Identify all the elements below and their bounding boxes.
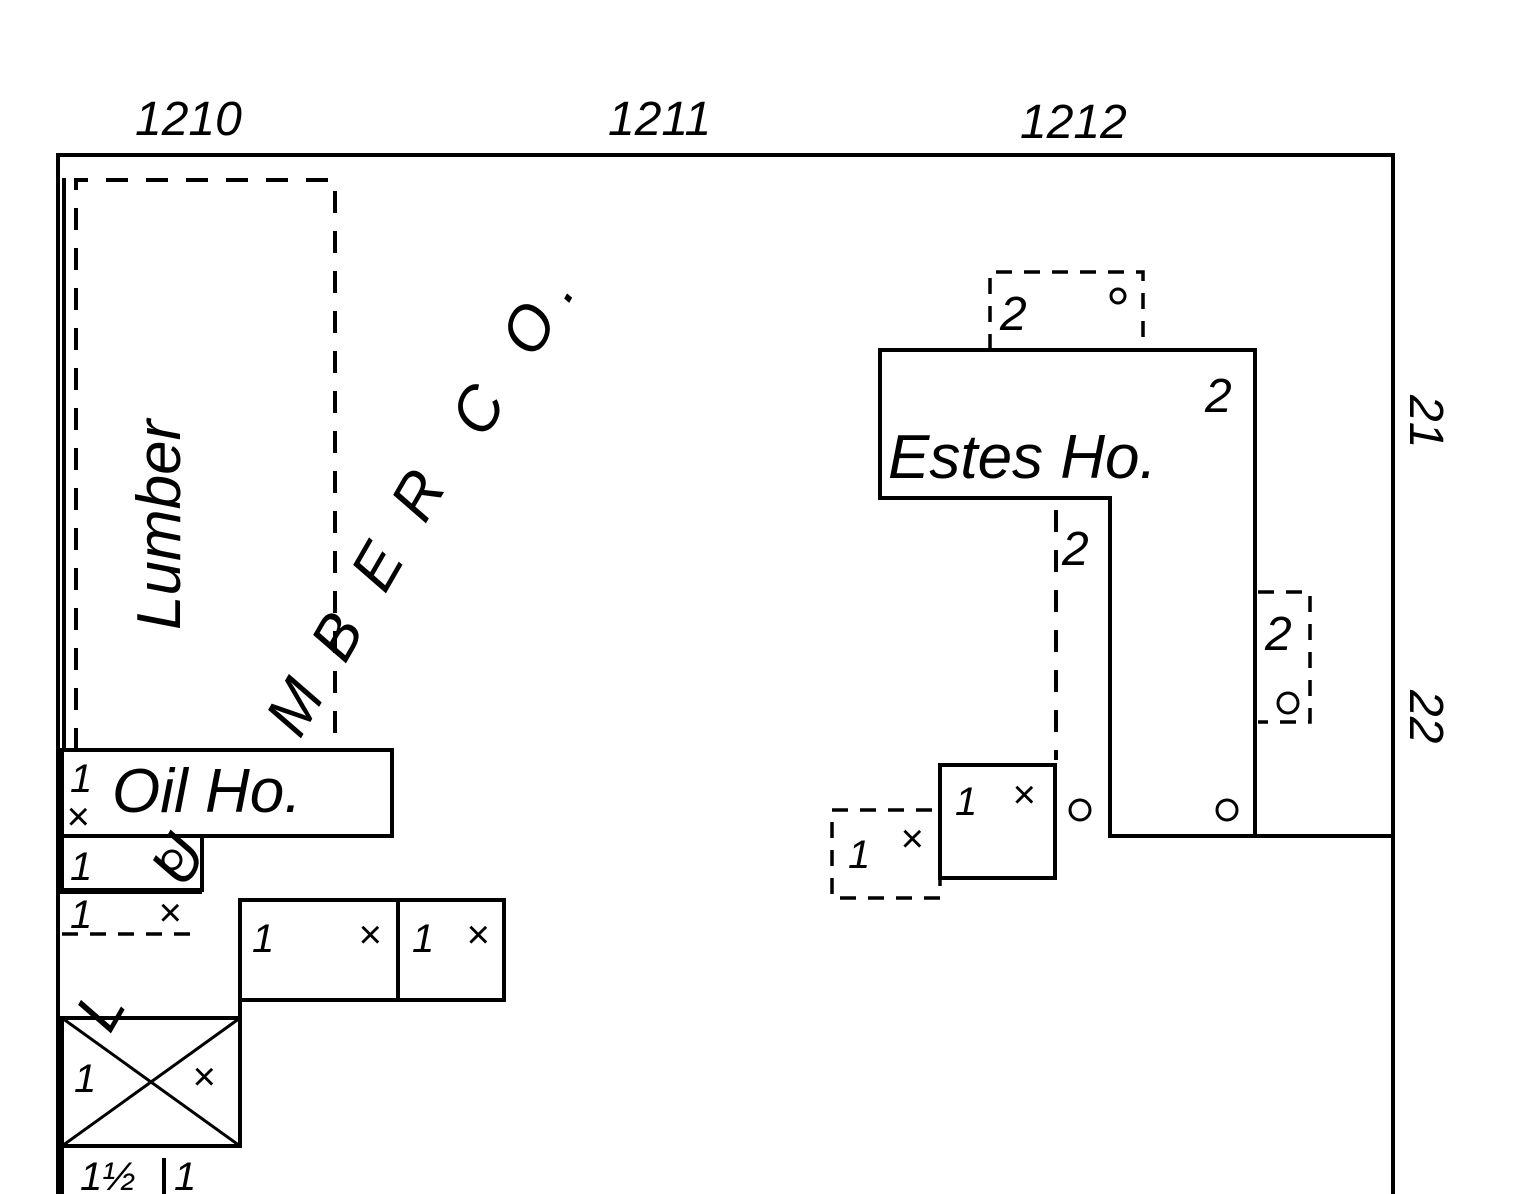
- bottom-mid-stories: 1: [174, 1155, 196, 1194]
- oil-house-stories: 1: [70, 757, 92, 801]
- company-letter: B: [297, 602, 377, 672]
- crossed-building: [60, 1016, 242, 1148]
- company-name-lumber-co: L U M B E R C O .: [62, 263, 588, 1042]
- frame-mark: ×: [466, 913, 489, 957]
- shed-c-stories: 1: [252, 917, 274, 961]
- company-letter: U: [137, 823, 220, 897]
- house-number-21: 21: [1399, 394, 1452, 448]
- frame-mark: ×: [900, 817, 923, 861]
- block-boundary: [56, 153, 1395, 1194]
- frame-mark: ×: [66, 795, 89, 839]
- estes-shed-far-left-stories: 1: [848, 833, 870, 877]
- company-letter: C: [437, 373, 520, 447]
- company-letter: L: [62, 978, 139, 1042]
- lumber-yard-label: Lumber: [125, 417, 194, 630]
- shed-b-stories: 1: [70, 893, 92, 937]
- estes-side-porch-stories: 2: [1264, 608, 1292, 661]
- estes-top-porch-stories: 2: [999, 288, 1027, 341]
- frame-mark: ×: [1012, 773, 1035, 817]
- house-number-22: 22: [1399, 689, 1452, 743]
- oil-house-label: Oil Ho.: [112, 757, 301, 826]
- crossed-building-stories: 1: [74, 1057, 96, 1101]
- dwelling-mark: [1068, 798, 1092, 822]
- company-letter: R: [377, 459, 459, 532]
- estes-wing-stories: 2: [1061, 523, 1089, 576]
- frame-mark: ×: [358, 913, 381, 957]
- oil-house: [60, 748, 394, 838]
- estes-shed-left-stories: 1: [955, 780, 977, 824]
- bottom-left-stories: 1½: [80, 1155, 136, 1194]
- frame-mark: ×: [192, 1055, 215, 1099]
- shed-b: [60, 890, 202, 936]
- dwelling-mark: [1276, 691, 1300, 715]
- dwelling-mark: [1215, 798, 1239, 822]
- shed-d-stories: 1: [412, 917, 434, 961]
- frame-mark: ×: [158, 891, 181, 935]
- house-number-1211: 1211: [608, 93, 711, 146]
- shed-a-stories: 1: [70, 845, 92, 889]
- estes-top-porch: [988, 270, 1145, 350]
- company-letter: O: [487, 291, 571, 367]
- lumber-yard: [62, 178, 337, 752]
- dwelling-mark: [161, 849, 183, 871]
- company-letter: E: [337, 531, 418, 602]
- bottom-building: [60, 1144, 166, 1194]
- dwelling-mark: [1109, 287, 1127, 305]
- estes-main-stories: 2: [1204, 370, 1232, 423]
- company-letter: M: [252, 667, 338, 747]
- estes-house-label: Estes Ho.: [888, 423, 1157, 492]
- estes-shed-far-left: [830, 808, 942, 900]
- house-number-1210: 1210: [135, 93, 242, 146]
- house-number-1212: 1212: [1020, 96, 1127, 149]
- estes-house: [878, 348, 1257, 838]
- shed-d: [396, 898, 506, 1002]
- estes-side-porch: [1258, 590, 1312, 724]
